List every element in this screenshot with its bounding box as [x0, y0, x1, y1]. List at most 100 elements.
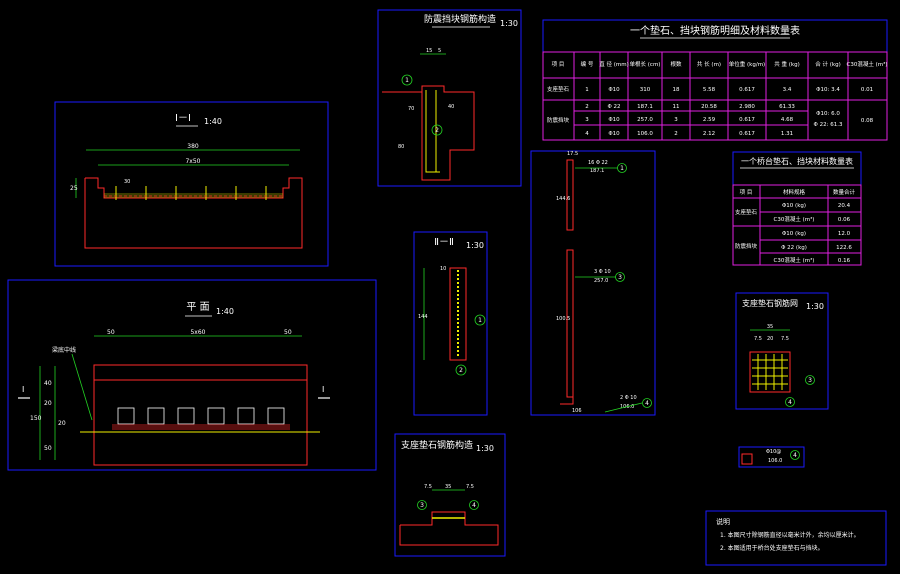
rebar-detail-view: 16 Φ 22 187.1 1 3 Φ 10 257.0 3 2 Φ 10 10…	[530, 150, 656, 416]
bearing-pad-marker-4-label: 4	[472, 502, 476, 509]
table-1-cell: Φ10: 3.4	[816, 87, 840, 93]
table-1-row-4: 4 Φ10 106.0 2 2.12 0.617 1.31	[585, 131, 793, 137]
plan-dim-left: 50	[107, 329, 115, 336]
stopper-dim-15: 15	[426, 48, 432, 54]
table-1-header: 单根长 (cm)	[630, 60, 661, 68]
stopper-frame	[377, 9, 522, 187]
stopper-marker-1-label: 1	[405, 77, 409, 84]
stopper-title: 防震挡块钢筋构造	[424, 13, 496, 25]
stopper-dim-40: 40	[448, 104, 454, 110]
rebar-marker-3-label: 3	[618, 274, 622, 281]
bearing-pad-scale: 1:30	[476, 444, 494, 453]
table-1-header: 直 径 (mm)	[599, 60, 629, 68]
pad-mesh-view: 支座垫石钢筋网 1:30 35 7.5 20 7.5 3 4	[735, 292, 829, 410]
table-2-cell: 0.06	[838, 217, 851, 223]
plan-dim-v-150: 150	[30, 415, 42, 422]
table-2-header: 材料规格	[783, 188, 806, 196]
table-2-cell: Φ10 (kg)	[782, 231, 806, 237]
table-2-header: 项 目	[740, 189, 753, 196]
pad-bar-shape	[741, 453, 753, 465]
section-1-frame	[54, 101, 329, 267]
section-1-view: Ⅰ－Ⅰ 1:40 380 7x50 25 30	[54, 101, 329, 267]
rebar-marker-1-label: 1	[620, 165, 624, 172]
stopper-dim-70: 70	[408, 106, 414, 112]
plan-outline	[93, 364, 308, 466]
rebar-bar-2-shape	[566, 249, 574, 398]
table-1-cell: 防震挡块	[547, 116, 570, 124]
table-1-row-3: 3 Φ10 257.0 3 2.59 0.617 4.68 Φ 22: 61.3	[585, 117, 843, 128]
table-1-cell: 2.59	[703, 117, 716, 123]
section-1-dim-side: 25	[70, 185, 78, 192]
pad-mesh-outline	[749, 351, 791, 393]
notes-title: 说明	[716, 517, 730, 526]
stopper-scale: 1:30	[500, 19, 518, 28]
section-2-view: Ⅱ－Ⅱ 1:30 144 10 1 2	[413, 231, 488, 416]
rebar-marker-4	[642, 398, 652, 408]
section-2-marker-2	[455, 364, 467, 376]
stopper-dim-80: 80	[398, 144, 404, 150]
section-1-dim-total: 380	[187, 143, 199, 150]
table-1-cell: 1.31	[781, 131, 793, 137]
table-1-cell: 106.0	[637, 131, 653, 137]
plan-note: 梁底中线	[52, 346, 76, 354]
plan-dim-v-20b: 20	[58, 420, 66, 427]
stopper-marker-2-label: 2	[435, 127, 439, 134]
table-1-header: 项 目	[552, 61, 565, 68]
pad-mesh-frame	[735, 292, 829, 410]
table-1-cell: Φ 22: 61.3	[814, 122, 843, 128]
table-2-headers: 项 目 材料规格 数量合计	[740, 188, 856, 196]
notes-line-2: 2. 本图适用于桥台处支座垫石与挡块。	[720, 544, 824, 552]
section-2-marker-1	[474, 314, 486, 326]
table-1-title: 一个垫石、挡块钢筋明细及材料数量表	[630, 24, 800, 37]
plan-dim-right: 50	[284, 329, 292, 336]
rebar-bar-2-label: 3 Φ 10	[594, 269, 611, 275]
table-1-cell: 5.58	[703, 87, 716, 93]
section-1-scale: 1:40	[204, 117, 222, 126]
plan-view: 平 面 1:40 50 5x60 50 梁底中线 150 40 20 20 50…	[7, 279, 377, 471]
table-1-header: 合 计 (kg)	[815, 60, 840, 68]
table-2-cell: Φ 22 (kg)	[781, 245, 807, 251]
rebar-dim-17.5: 17.5	[567, 151, 578, 157]
table-1-header: 单位重 (kg/m)	[729, 60, 765, 68]
table-1-cell: Φ10	[608, 131, 620, 137]
pad-bar-label: Φ10@	[766, 449, 781, 455]
rebar-bar-2-len: 257.0	[594, 278, 608, 284]
bearing-pad-outline	[399, 511, 499, 546]
table-2-cell: 0.16	[838, 258, 851, 264]
section-2-dim-10: 10	[440, 266, 446, 272]
section-2-marker-2-label: 2	[459, 367, 463, 374]
table-1-cell: 20.58	[701, 104, 717, 110]
pad-bar-len: 106.0	[768, 458, 782, 464]
plan-dim-v-50: 50	[44, 445, 52, 452]
bearing-pad-title: 支座垫石钢筋构造	[401, 439, 473, 451]
pad-mesh-dim-20: 20	[767, 336, 773, 342]
pad-mesh-marker-3-label: 3	[808, 377, 812, 384]
stopper-rebar-1	[425, 90, 440, 173]
table-1-row-2: 防震挡块 2 Φ 22 187.1 11 20.58 2.980 61.33 Φ…	[547, 104, 874, 124]
table-1-cell: 1	[585, 87, 589, 93]
table-2-cell: 122.6	[836, 245, 852, 251]
table-1-cell: 2	[585, 104, 589, 110]
stopper-view: 防震挡块钢筋构造 1:30 15 5 70 40 80 1 2	[377, 9, 522, 187]
table-1-cell: Φ10	[608, 117, 620, 123]
rebar-marker-1	[617, 163, 627, 173]
plan-title: 平 面	[186, 302, 209, 313]
pad-mesh-dim-7.5b: 7.5	[781, 336, 789, 342]
table-1-cell: 187.1	[637, 104, 653, 110]
notes-frame	[705, 510, 887, 566]
section-2-outline	[449, 267, 467, 361]
table-1-cell: 0.01	[861, 87, 873, 93]
plan-scale: 1:40	[216, 307, 234, 316]
section-2-scale: 1:30	[466, 241, 484, 250]
table-2-cell: 12.0	[838, 231, 851, 237]
pad-mesh-marker-4-label: 4	[788, 399, 792, 406]
table-1-grid	[542, 51, 888, 141]
table-1-header: 共 长 (m)	[697, 60, 721, 68]
pad-bar-view: Φ10@ 106.0 4	[738, 446, 805, 468]
table-1-cell: 61.33	[779, 104, 795, 110]
rebar-dim-106: 106	[572, 408, 582, 414]
bearing-pad-marker-3	[417, 500, 427, 510]
table-2: 一个桥台垫石、挡块材料数量表 项 目 材料规格 数量合计 支座垫石 Φ10 (k…	[732, 151, 862, 266]
table-1-cell: 0.617	[739, 131, 755, 137]
plan-dim-mid: 5x60	[190, 329, 205, 336]
